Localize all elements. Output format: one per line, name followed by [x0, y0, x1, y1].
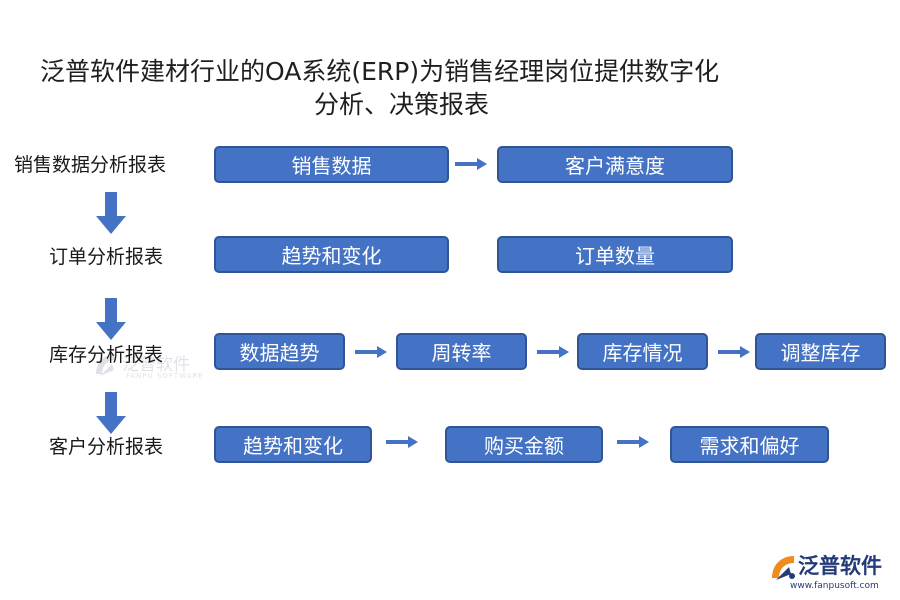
node-inventory-status: 库存情况 [577, 333, 708, 370]
node-customer-satisfaction: 客户满意度 [497, 146, 733, 183]
arrow-right-icon [617, 436, 649, 448]
row-label-customers: 客户分析报表 [49, 436, 164, 458]
watermark-sub: FANPU SOFTWARE [126, 372, 204, 380]
node-sales-data: 销售数据 [214, 146, 449, 183]
row-label-orders: 订单分析报表 [49, 246, 164, 268]
node-turnover-rate: 周转率 [396, 333, 527, 370]
node-adjust-inventory: 调整库存 [755, 333, 886, 370]
watermark-name: 泛普软件 [122, 355, 190, 375]
fanpu-logo-icon [772, 556, 795, 580]
brand-logo: 泛普软件 www.fanpusoft.com [768, 552, 893, 596]
node-needs-preferences: 需求和偏好 [670, 426, 829, 463]
arrow-right-icon [537, 346, 569, 358]
brand-url: www.fanpusoft.com [790, 581, 879, 591]
arrow-right-icon [718, 346, 750, 358]
node-customer-trend: 趋势和变化 [214, 426, 372, 463]
title-line-1: 泛普软件建材行业的OA系统(ERP)为销售经理岗位提供数字化 [40, 57, 720, 86]
node-order-quantity: 订单数量 [497, 236, 733, 273]
node-purchase-amount: 购买金额 [445, 426, 603, 463]
row-label-inventory: 库存分析报表 [49, 344, 164, 366]
node-order-trend: 趋势和变化 [214, 236, 449, 273]
row-label-sales: 销售数据分析报表 [14, 154, 167, 176]
arrow-down-icon [96, 392, 126, 434]
brand-name: 泛普软件 [798, 554, 882, 578]
watermark-logo-icon [96, 354, 116, 376]
watermark: 泛普软件 FANPU SOFTWARE [92, 350, 204, 388]
arrow-right-icon [455, 158, 487, 170]
arrow-down-icon [96, 298, 126, 340]
title-line-2: 分析、决策报表 [314, 90, 490, 119]
arrow-right-icon [355, 346, 387, 358]
arrow-down-icon [96, 192, 126, 234]
node-data-trend: 数据趋势 [214, 333, 345, 370]
arrow-right-icon [386, 436, 418, 448]
